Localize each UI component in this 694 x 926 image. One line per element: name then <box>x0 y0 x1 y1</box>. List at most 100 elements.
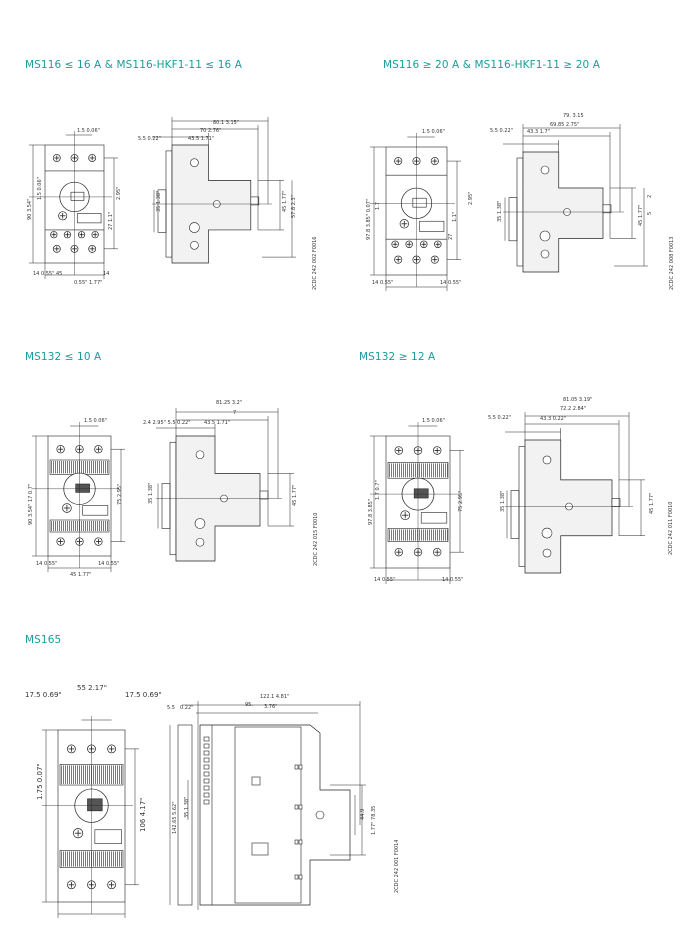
outline <box>294 764 299 770</box>
dim-label: 44.9 <box>360 808 366 820</box>
dim-label: 5.5 0.22" <box>488 415 511 421</box>
dim-label: 45 1.77" <box>292 484 298 506</box>
dim-label: 97.8 3.85" <box>368 498 374 525</box>
outline <box>294 839 299 845</box>
drawing-code: 2CDC 242 008 F0013 <box>669 236 675 290</box>
dim-label: 27 <box>448 233 454 240</box>
dim-label: 2 <box>647 194 653 198</box>
dim-label: 35 1.38" <box>156 190 162 212</box>
screw-icon <box>190 241 199 250</box>
drawing-code: 2CDC 242 015 F0010 <box>313 512 319 566</box>
screw-icon <box>195 537 205 547</box>
outline <box>203 736 210 742</box>
heading-ms116-large: MS116 ≥ 20 A & MS116-HKF1-11 ≥ 20 A <box>383 59 601 71</box>
dim-label: 81.05 3.19" <box>563 397 593 403</box>
outline <box>419 220 445 232</box>
outline <box>259 490 269 500</box>
dim-label: 0.55" 1.77" <box>74 280 103 286</box>
dim-label: 14 0.55" <box>36 561 58 567</box>
outline <box>203 743 210 749</box>
outline <box>508 197 518 242</box>
screw-icon <box>190 158 199 167</box>
dim-label: 45 1.77" <box>638 204 644 226</box>
dim-label: 5.5 <box>167 705 175 711</box>
dim-label: 27 1.1" <box>108 211 114 230</box>
screw-icon <box>189 222 200 233</box>
heading-ms116-small: MS116 ≤ 16 A & MS116-HKF1-11 ≤ 16 A <box>25 59 243 71</box>
dim-label: 3.76" <box>264 704 278 710</box>
dim-label: 2.95" <box>116 186 122 200</box>
outline <box>161 483 171 529</box>
dim-label: 72.2 2.84" <box>560 406 587 412</box>
outline <box>70 191 85 201</box>
dim-label: 97.8 3.85" 0.07" <box>366 198 372 240</box>
dim-label: 1.5 0.06" <box>84 418 107 424</box>
screw-icon <box>542 548 552 558</box>
outline <box>294 874 299 880</box>
outline <box>298 804 303 810</box>
dim-label: 35 1.38" <box>500 490 506 512</box>
drawing-code: 2CDC 242 001 F0014 <box>394 839 400 893</box>
outline <box>234 726 302 904</box>
outline <box>250 196 260 206</box>
drawing-code: 2CDC 242 011 F0010 <box>668 501 674 555</box>
outline <box>203 750 210 756</box>
dim-label: 75 2.95" <box>458 490 464 512</box>
outline <box>298 874 303 880</box>
dim-label: 35 1.38" <box>184 796 190 818</box>
dim-label: 70 2.76" <box>200 128 222 134</box>
dim-label: 5 <box>647 211 653 215</box>
outline <box>82 505 109 516</box>
outline <box>251 776 261 786</box>
dim-label: 79. 3.15 <box>563 113 584 119</box>
dim-label: 55 2.17" <box>77 684 107 692</box>
dim-label: 14 0.55" <box>440 280 462 286</box>
outline <box>203 764 210 770</box>
outline <box>420 512 448 524</box>
outline <box>177 724 193 906</box>
outline <box>203 799 210 805</box>
screw-icon <box>542 455 552 465</box>
dim-label: 80.1 3.15" <box>213 120 240 126</box>
dim-label: 35 1.38" <box>148 482 154 504</box>
dim-label: 1.7 0.7" <box>375 480 381 500</box>
outline <box>157 189 167 233</box>
dim-label: 43.5 1.71" <box>204 420 231 426</box>
dim-label: 122.1 4.81" <box>260 694 290 700</box>
dim-label: 2.95" <box>468 191 474 205</box>
dim-label: 14 <box>103 271 110 277</box>
screw-icon <box>315 810 325 820</box>
outline <box>203 792 210 798</box>
outline <box>298 839 303 845</box>
dim-label: 95. <box>245 702 253 708</box>
dim-label: 43.3 1.7" <box>527 129 550 135</box>
dim-label: 17.5 0.69" <box>125 691 162 699</box>
dim-label: 45 1.77" <box>282 190 288 212</box>
outline <box>87 798 103 812</box>
dim-label: 1.75 0.07" <box>36 763 44 800</box>
outline <box>602 204 612 214</box>
screw-icon <box>541 527 553 539</box>
dim-label: 43.5 1.71" <box>188 136 215 142</box>
dim-label: 43.3 0.22" <box>540 416 567 422</box>
dim-label: 75 2.95" <box>117 483 123 505</box>
outline <box>94 829 122 844</box>
dim-label: 69.85 2.75" <box>550 122 580 128</box>
outline <box>203 778 210 784</box>
dim-label: 45 1.77" <box>649 492 655 514</box>
dim-label: 0.22" <box>180 705 194 711</box>
dim-label: 81.25 3.2" <box>216 400 243 406</box>
dim-label: 35 1.38" <box>497 200 503 222</box>
dim-label: 45 1.77" <box>70 572 92 578</box>
dim-label: 1.5 0.06" <box>422 129 445 135</box>
dim-label: 5.5 0.22" <box>490 128 513 134</box>
dim-label: 14 0.55" <box>372 280 394 286</box>
heading-ms132-small: MS132 ≤ 10 A <box>25 351 102 363</box>
dim-label: 5.5 0.22" <box>138 136 161 142</box>
dim-label: 1.5 0.06" <box>422 418 445 424</box>
dim-label: 90 3.54" <box>27 198 33 220</box>
outline <box>203 771 210 777</box>
screw-icon <box>194 518 206 529</box>
dim-label: 7 <box>233 410 237 416</box>
